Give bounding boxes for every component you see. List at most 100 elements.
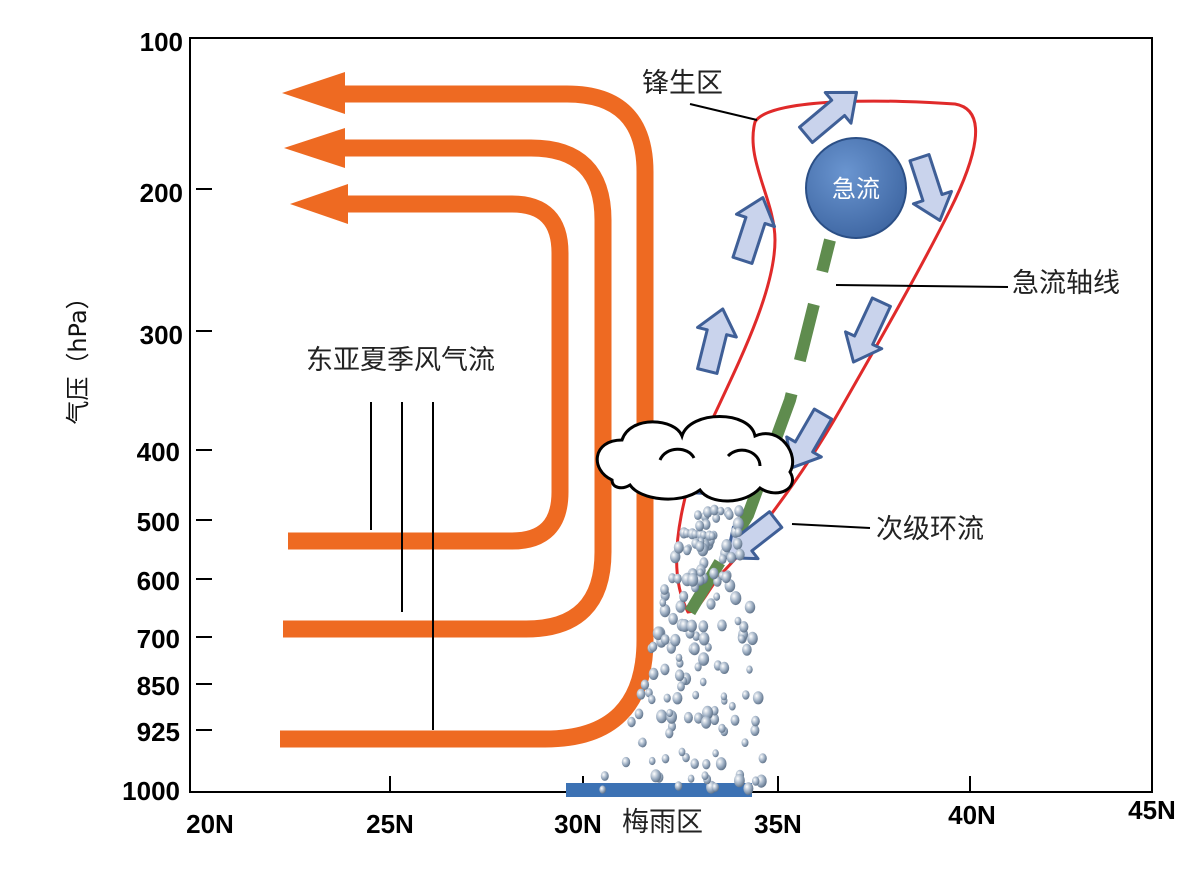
y-tick-100: 100: [140, 27, 183, 57]
y-tick-200: 200: [140, 178, 183, 208]
rain-drop: [640, 679, 650, 690]
rain-drop: [683, 711, 693, 724]
monsoon-arrowhead-middle: [284, 128, 345, 168]
rain-drop: [674, 669, 685, 682]
rain-drop: [674, 781, 683, 791]
rain-drop: [717, 619, 727, 632]
rain-drop: [687, 573, 699, 587]
y-tick-925: 925: [137, 717, 180, 747]
rain-drop: [704, 643, 712, 652]
x-tick-40n: 40N: [948, 800, 996, 830]
frontogenesis-leader: [689, 103, 758, 121]
rain-drop: [710, 713, 720, 725]
arrow-down-2: [843, 296, 892, 364]
rain-drop: [717, 506, 725, 516]
rain-drop: [694, 712, 703, 724]
rain-drop: [672, 692, 683, 705]
rain-drop: [690, 643, 700, 655]
rain-drop: [715, 757, 727, 771]
rain-drop: [659, 598, 667, 607]
x-tick-20n: 20N: [186, 809, 234, 839]
rain-drop: [730, 714, 740, 726]
rain-drop: [694, 662, 702, 672]
rain-drop: [721, 539, 732, 553]
rain-drop: [738, 634, 746, 644]
arrow-up-4: [798, 90, 859, 145]
rain-drop: [686, 619, 697, 633]
rain-drop: [659, 604, 671, 618]
rain-drop: [699, 677, 707, 687]
y-tick-850: 850: [137, 671, 180, 701]
rain-drop: [751, 715, 760, 727]
rain-drop: [734, 527, 743, 537]
rain-drop: [719, 661, 730, 675]
rain-drop: [702, 759, 711, 770]
rain-drop: [730, 591, 742, 606]
x-tick-45n: 45N: [1128, 795, 1176, 825]
rain-drop: [728, 701, 736, 711]
monsoon-arrowhead-inner: [290, 184, 348, 224]
rain-drop: [746, 665, 753, 674]
rain-drop: [697, 568, 704, 577]
y-tick-500: 500: [137, 507, 180, 537]
rain-drop: [661, 754, 670, 764]
leader-lines: [370, 103, 1009, 730]
rain-drop: [649, 641, 658, 652]
y-axis-label: 气压（hPa）: [64, 285, 92, 424]
rain-drop: [599, 785, 606, 794]
rain-drop: [677, 681, 685, 692]
rain-drop: [698, 652, 710, 666]
rain-drop: [752, 776, 760, 786]
rain-drop: [702, 705, 713, 720]
arrow-up-2: [696, 307, 738, 375]
rain-drop: [713, 592, 721, 601]
x-tick-35n: 35N: [754, 809, 802, 839]
rain-drop: [648, 694, 656, 705]
rain-drop: [668, 612, 678, 625]
rain-drop: [690, 758, 699, 769]
rain-drop: [711, 782, 720, 792]
y-tick-labels: 100 200 300 400 500 600 700 850 925 1000: [122, 27, 183, 806]
rain-drop: [741, 738, 749, 747]
rain-drop: [706, 598, 716, 610]
arrow-down-1: [908, 153, 953, 222]
rain-drop: [678, 747, 686, 757]
rain-drop: [756, 774, 767, 788]
rain-drop: [656, 709, 668, 724]
y-tick-300: 300: [140, 320, 183, 350]
monsoon-flow-label: 东亚夏季风气流: [306, 345, 495, 376]
rain-drop: [694, 510, 702, 520]
rain-drop: [698, 620, 709, 633]
rain-drop: [758, 753, 767, 764]
rain-drop: [660, 663, 670, 676]
rain-drop: [701, 519, 711, 530]
rain-drop: [735, 548, 745, 561]
rain-drop: [726, 551, 737, 564]
rain-drop: [665, 728, 674, 739]
monsoon-flow: [280, 85, 654, 748]
monsoon-flow-outer: [280, 85, 654, 748]
rain-drop: [687, 774, 695, 783]
rain-drop: [744, 600, 756, 614]
monsoon-flow-inner: [288, 195, 569, 550]
rain-drop: [663, 693, 671, 703]
rain-drop: [747, 631, 758, 646]
x-tick-25n: 25N: [366, 809, 414, 839]
rain-drop: [701, 771, 709, 781]
rain-drop: [650, 769, 662, 783]
y-tick-600: 600: [137, 566, 180, 596]
rain-drop: [683, 545, 692, 556]
rain-drop: [712, 513, 721, 523]
rain-drop: [695, 574, 705, 586]
rain-drop: [660, 634, 670, 645]
rain-drop: [742, 643, 752, 656]
rain-drop: [732, 517, 744, 531]
y-tick-400: 400: [137, 437, 180, 467]
rain-drop: [721, 571, 731, 584]
rain-drop: [638, 737, 647, 748]
rain-drop: [652, 626, 664, 641]
rain-drop: [750, 724, 760, 737]
rain-drop: [636, 688, 646, 700]
rain-drop: [734, 505, 744, 517]
